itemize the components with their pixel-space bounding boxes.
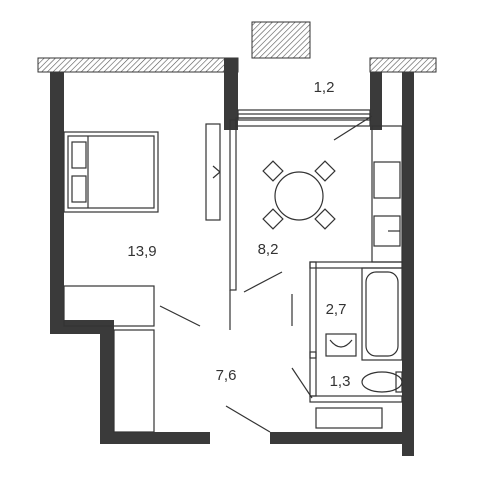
area-label-hallway: 7,6 [216,367,237,384]
area-label-bathroom: 2,7 [326,301,347,318]
bathtub [361,267,403,361]
closet-shelves [63,285,155,433]
dining-table [262,160,336,230]
exterior-walls [37,21,437,456]
wardrobe [205,123,221,221]
area-label-toilet: 1,3 [330,373,351,390]
toilet [361,371,403,393]
area-label-kitchen: 8,2 [258,241,279,258]
area-label-bedroom: 13,9 [127,243,156,260]
kitchen-counter [371,125,403,263]
balcony-window [237,109,371,121]
toilet-shelf [315,407,383,429]
area-label-balcony: 1,2 [314,79,335,96]
sink [325,333,357,357]
bed [63,131,159,213]
interior-walls [229,117,403,403]
